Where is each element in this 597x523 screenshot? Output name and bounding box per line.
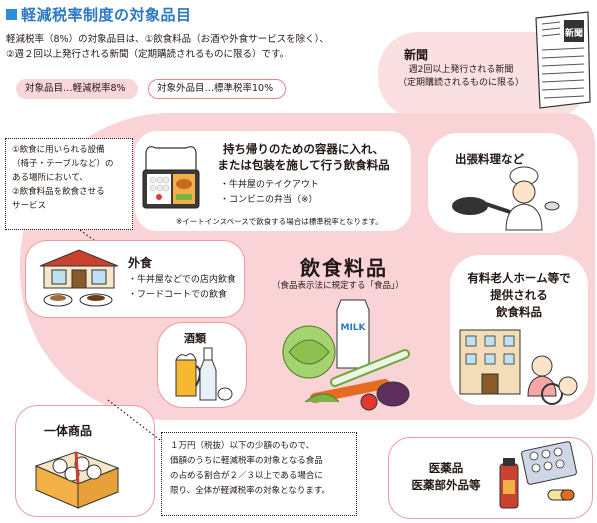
bundled-note-line-3: の占める割合が２／３以上である場合に xyxy=(170,471,323,481)
bundled-goods-note: １万円（税抜）以下の少額のもので、 価額のうちに軽減税率の対象となる食品 の占め… xyxy=(161,432,357,516)
medicine-icon xyxy=(499,441,577,509)
food-beverage-subtitle: （食品表示法に規定する「食品」） xyxy=(272,281,404,291)
catering-title: 出張料理など xyxy=(455,152,524,166)
restaurant-icon xyxy=(39,249,119,307)
newspaper-desc-line-1: 週2回以上発行される新聞 xyxy=(408,65,514,75)
dine-in-note-line-1: ①飲食に用いられる設備 xyxy=(12,145,105,155)
alcohol-title: 酒類 xyxy=(184,332,206,345)
intro-line-1: 軽減税率（8%）の対象品目は、①飲食料品（お酒や外食サービスを除く）、 xyxy=(6,34,329,45)
legend-target: 対象品目…軽減税率8% xyxy=(16,79,138,99)
dine-in-items: ・牛丼屋などでの店内飲食 ・フードコートでの飲食 xyxy=(128,273,236,303)
newspaper-description: 週2回以上発行される新聞 （定期購読されるものに限る） xyxy=(392,64,530,90)
takeout-item-1: ・牛丼屋のテイクアウト xyxy=(220,180,319,190)
takeout-title-line-1: 持ち帰りのための容器に入れ、 xyxy=(222,142,385,156)
dine-in-note-line-3: ある場所において、 xyxy=(12,173,88,183)
newspaper-title: 新聞 xyxy=(404,48,429,62)
bento-icon xyxy=(142,146,200,209)
gift-box-icon xyxy=(34,451,120,509)
bundled-note-line-2: 価額のうちに軽減税率の対象となる食品 xyxy=(170,456,323,466)
nursing-home-title-line-1: 有料老人ホーム等で xyxy=(467,271,571,285)
alcohol-icon xyxy=(175,347,233,401)
dine-in-item-1: ・牛丼屋などでの店内飲食 xyxy=(128,275,236,285)
medicine-title-line-2: 医薬部外品等 xyxy=(411,478,481,492)
intro-line-2: ②週２回以上発行される新聞（定期購読されるものに限る）です。 xyxy=(6,49,290,60)
takeout-items: ・牛丼屋のテイクアウト ・コンビニの弁当（※） xyxy=(220,178,319,208)
title-marker xyxy=(6,9,17,20)
nursing-home-title: 有料老人ホーム等で 提供される 飲食料品 xyxy=(456,270,582,321)
nursing-home-title-line-3: 飲食料品 xyxy=(496,305,542,319)
takeout-title-line-2: または包装を施して行う飲食料品 xyxy=(217,158,390,172)
chef-icon xyxy=(452,166,560,231)
nursing-home-title-line-2: 提供される xyxy=(490,288,548,302)
dine-in-item-2: ・フードコートでの飲食 xyxy=(128,290,228,300)
catering-card xyxy=(428,133,578,233)
nursing-home-icon xyxy=(459,329,578,405)
food-beverage-title: 飲食料品 xyxy=(300,256,388,280)
takeout-item-2: ・コンビニの弁当（※） xyxy=(220,195,318,205)
takeout-title: 持ち帰りのための容器に入れ、 または包装を施して行う飲食料品 xyxy=(201,141,406,173)
milk-carton-label: MILK xyxy=(340,323,366,333)
dine-in-definition-note: ①飲食に用いられる設備 （椅子・テーブルなど）の ある場所において、 ②飲食料品… xyxy=(5,138,133,230)
page-title: 軽減税率制度の対象品目 xyxy=(21,6,192,24)
bundled-goods-title: 一体商品 xyxy=(44,424,93,438)
newspaper-icon: 新聞 xyxy=(535,11,591,109)
legend-non-target: 対象外品目…標準税率10% xyxy=(148,79,286,99)
bundled-note-line-4: 限り、全体が軽減税率の対象となります。 xyxy=(170,486,331,496)
bundled-note-line-1: １万円（税抜）以下の少額のもので、 xyxy=(170,441,315,451)
dine-in-title: 外食 xyxy=(128,256,153,270)
medicine-title: 医薬品 医薬部外品等 xyxy=(400,460,492,494)
newspaper-desc-line-2: （定期購読されるものに限る） xyxy=(397,78,524,88)
dine-in-note-line-5: サービス xyxy=(12,201,47,211)
dine-in-note-line-2: （椅子・テーブルなど）の xyxy=(12,159,114,169)
intro-text: 軽減税率（8%）の対象品目は、①飲食料品（お酒や外食サービスを除く）、 ②週２回… xyxy=(6,32,386,62)
medicine-title-line-1: 医薬品 xyxy=(428,461,464,475)
groceries-icon: MILK xyxy=(282,299,410,411)
takeout-note: ※イートインスペースで飲食する場合は標準税率となります。 xyxy=(176,217,383,226)
dine-in-note-line-4: ②飲食料品を飲食させる xyxy=(12,187,105,197)
newspaper-icon-label: 新聞 xyxy=(565,27,583,39)
